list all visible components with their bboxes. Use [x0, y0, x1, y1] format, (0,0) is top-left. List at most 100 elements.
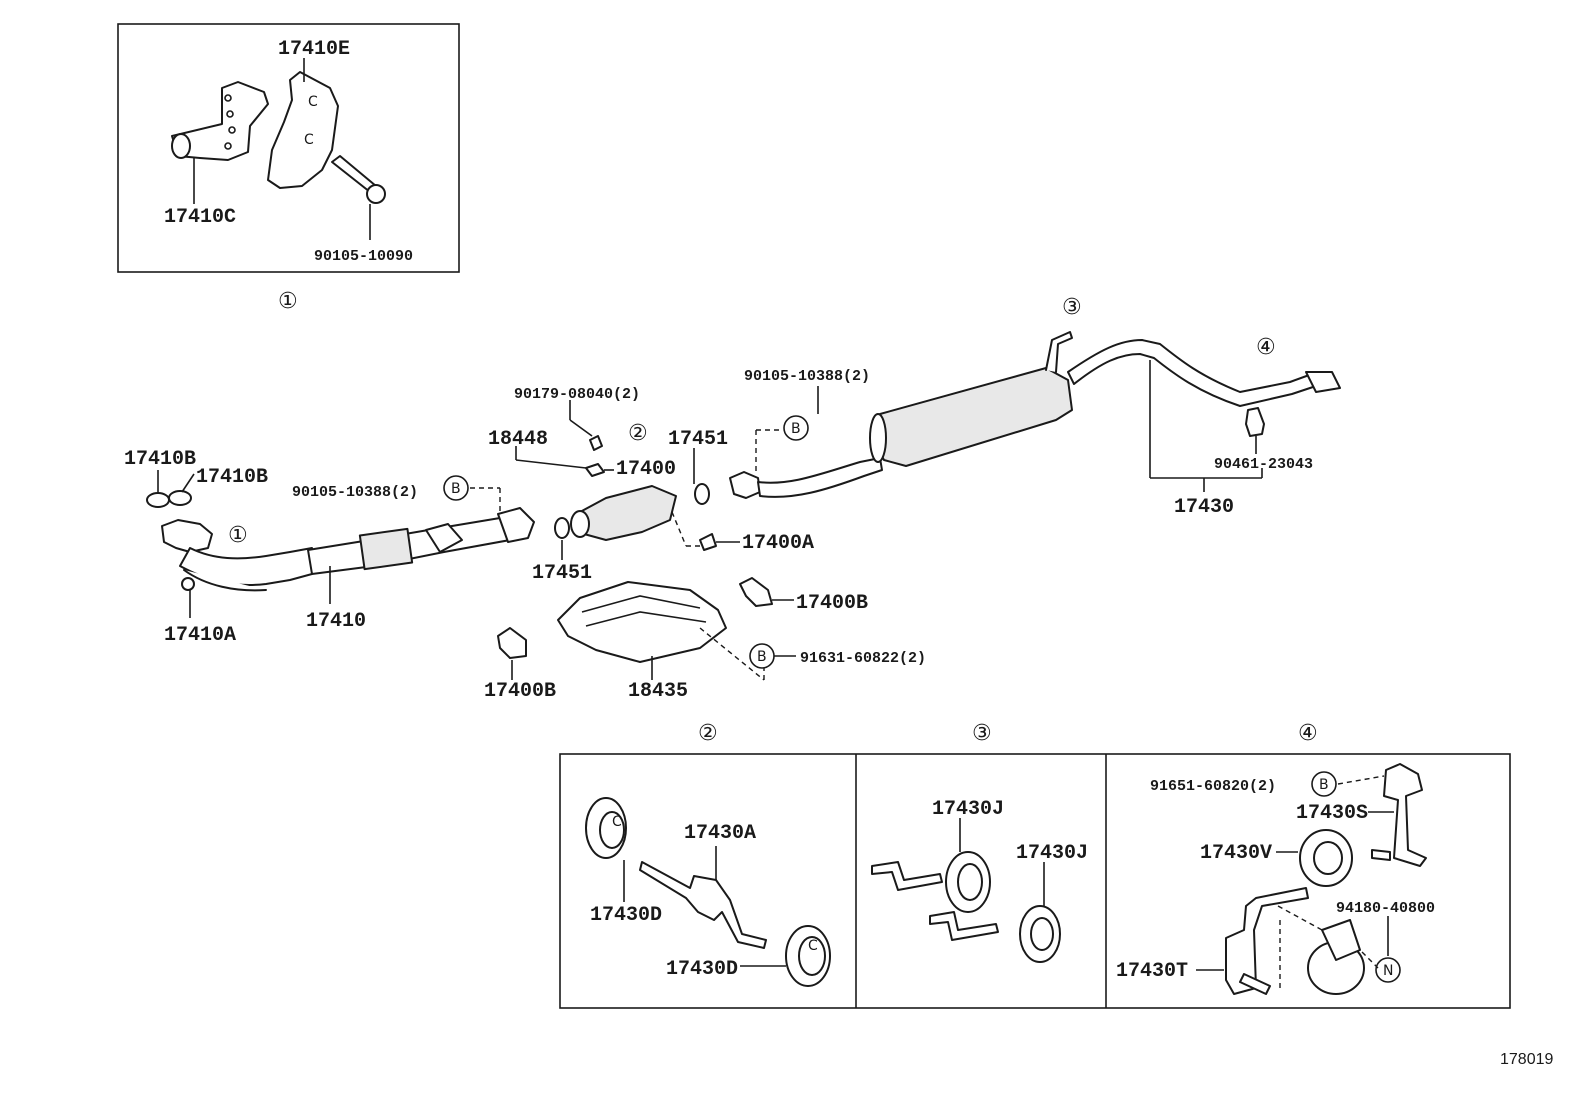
label-17400: 17400: [616, 458, 676, 481]
bracket-17410c-hole: [171, 133, 191, 159]
hanger-17430j-left-inner: [957, 863, 983, 901]
label-17410: 17410: [306, 610, 366, 633]
nut-17410a: [181, 577, 195, 591]
front-pipe-hanger: [425, 523, 463, 553]
front-pipe-lower-branch: [183, 569, 267, 592]
inset-bracket-group: C C: [117, 23, 460, 273]
label-17400b-right: 17400B: [796, 592, 868, 615]
circle-b-insulator-letter: B: [757, 649, 767, 665]
label-94180-40800: 94180-40800: [1336, 900, 1435, 917]
label-17410c: 17410C: [164, 206, 236, 229]
callout-2-near-converter: ②: [628, 421, 648, 446]
callout-2-panel: ②: [698, 721, 718, 746]
svg-text:C: C: [808, 938, 818, 954]
label-17430: 17430: [1174, 496, 1234, 519]
label-17430a: 17430A: [684, 822, 756, 845]
main-muffler-body: [871, 367, 1073, 467]
callout-4-panel: ④: [1298, 721, 1318, 746]
panel-4-parts: [1196, 763, 1427, 995]
hanger-17430d-upper-inner: [599, 811, 625, 849]
label-90179-08040: 90179-08040(2): [514, 386, 640, 403]
bracket-17410e-shape: [267, 71, 339, 189]
tail-pipe-front-section: [757, 457, 883, 498]
converter-inlet: [570, 510, 590, 538]
label-17430v: 17430V: [1200, 842, 1272, 865]
label-17400a: 17400A: [742, 532, 814, 555]
label-17430t: 17430T: [1116, 960, 1188, 983]
label-17410e: 17410E: [278, 38, 350, 61]
callout-1-under-inset: ①: [278, 289, 298, 314]
muffler-front-cap: [869, 413, 887, 463]
hanger-94180-40800-bracket: [1321, 919, 1361, 961]
gasket-17410b-b: [168, 490, 192, 506]
bracket-17410c-shape: [171, 81, 269, 161]
bracket-17430s: [1383, 763, 1427, 867]
gasket-17410b-a: [146, 492, 170, 508]
hanger-17430v-inner: [1313, 841, 1343, 875]
bracket-17430t: [1225, 887, 1309, 995]
tail-pipe-tip: [1305, 371, 1341, 393]
tail-pipe-front-flange: [729, 471, 761, 499]
label-18448: 18448: [488, 428, 548, 451]
inset-frame: [117, 23, 460, 273]
hanger-17430d-lower-inner: [798, 936, 826, 976]
label-17430s: 17430S: [1296, 802, 1368, 825]
callout-3-on-muffler: ③: [1062, 295, 1082, 320]
rod-upper-panel-3: [871, 861, 943, 891]
front-pipe-resonator: [358, 527, 414, 571]
muffler-hanger-rod: [1045, 331, 1073, 373]
circle-n-panel-4-letter: N: [1383, 963, 1393, 979]
panel-2-parts: C C: [585, 797, 831, 987]
rod-lower-panel-3: [929, 911, 999, 941]
bracket-17430a: [639, 861, 767, 949]
svg-text:C: C: [612, 814, 622, 830]
label-18435: 18435: [628, 680, 688, 703]
label-91651-60820: 91651-60820(2): [1150, 778, 1276, 795]
circle-n-panel-4: [1375, 957, 1401, 983]
converter-group: [497, 400, 794, 681]
label-17430j-left: 17430J: [932, 798, 1004, 821]
front-pipe-group: [146, 470, 535, 618]
label-90105-10388-right: 90105-10388(2): [744, 368, 870, 385]
label-17410b-lower: 17410B: [196, 466, 268, 489]
bolt-90105-10090-head: [366, 184, 386, 204]
clip-18448: [585, 463, 605, 477]
label-17451-upper: 17451: [668, 428, 728, 451]
gasket-17451-upper: [694, 483, 710, 505]
hanger-17430j-right-inner: [1030, 917, 1054, 951]
label-91631-60822: 91631-60822(2): [800, 650, 926, 667]
heat-insulator-18435: [557, 581, 727, 663]
label-17430d-lower: 17430D: [666, 958, 738, 981]
bolt-17430t-stud: [1239, 973, 1271, 995]
clamp-90461-23043: [1245, 407, 1265, 437]
label-17410a: 17410A: [164, 624, 236, 647]
svg-text:C: C: [308, 94, 318, 110]
panel-3-parts: [871, 818, 1061, 963]
image-number: 178019: [1500, 1051, 1553, 1068]
label-90461-23043: 90461-23043: [1214, 456, 1313, 473]
bolt-17400a: [699, 533, 717, 551]
circle-b-panel-4-letter: B: [1319, 777, 1329, 793]
bracket-17400b-right: [739, 577, 773, 607]
label-90105-10090: 90105-10090: [314, 248, 413, 265]
circle-b-right-letter: B: [791, 421, 801, 437]
bracket-17430s-foot: [1371, 849, 1391, 861]
detail-panels-frame: [559, 753, 1511, 1009]
label-17430d-upper: 17430D: [590, 904, 662, 927]
gasket-17451-lower: [554, 517, 570, 539]
circle-b-panel-4: [1311, 771, 1337, 797]
front-pipe-rear-flange: [497, 507, 535, 543]
label-17430j-right: 17430J: [1016, 842, 1088, 865]
callout-1-on-pipe: ①: [228, 523, 248, 548]
manifold-flange: [161, 519, 213, 553]
circle-b-left-letter: B: [451, 481, 461, 497]
catalytic-converter-body: [579, 485, 677, 541]
label-90105-10388-left: 90105-10388(2): [292, 484, 418, 501]
svg-text:C: C: [304, 132, 314, 148]
label-17400b-left: 17400B: [484, 680, 556, 703]
label-17451-lower: 17451: [532, 562, 592, 585]
callout-3-panel: ③: [972, 721, 992, 746]
label-17410b-upper: 17410B: [124, 448, 196, 471]
